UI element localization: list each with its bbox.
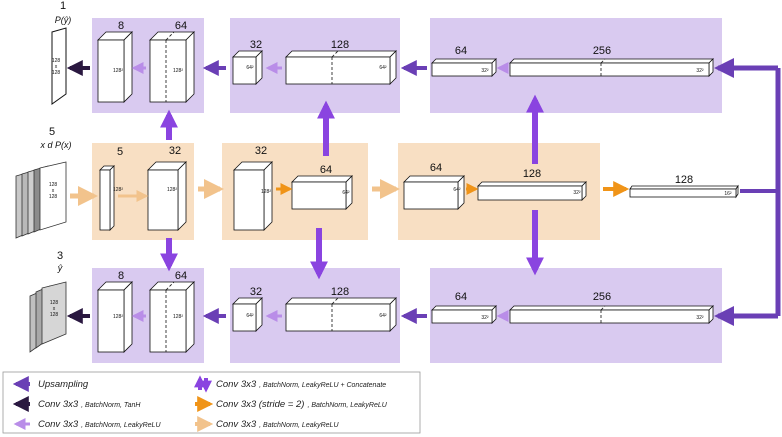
- bot-b3-size: 64²: [246, 313, 254, 319]
- top-b6-channels: 256: [593, 45, 611, 57]
- mid-b5-size: 64²: [453, 187, 461, 193]
- output-bot-label: ŷ: [57, 263, 63, 273]
- bot-b2-channels: 64: [175, 270, 187, 282]
- output-top: 1 P(ŷ) 128 x 128: [51, 0, 72, 105]
- legend-upsampling-label: Upsampling: [38, 379, 89, 390]
- mid-block-6: 128 32²: [477, 168, 587, 201]
- mid-b2-size: 128²: [167, 187, 177, 193]
- bot-b4-channels: 128: [331, 286, 349, 298]
- top-b3-channels: 32: [250, 39, 262, 51]
- mid-b1-channels: 5: [117, 146, 123, 158]
- input-mid-count: 5: [49, 126, 55, 138]
- bot-b6-size: 32²: [696, 315, 704, 321]
- input-mid-size-a: 128: [49, 182, 58, 188]
- bot-b5-size: 32²: [481, 315, 489, 321]
- mid-b5-channels: 64: [430, 162, 442, 174]
- mid-block-3: 32 128²: [233, 145, 273, 231]
- top-b6-size: 32²: [696, 68, 704, 74]
- legend-leaky-label: Conv 3x3, BatchNorm, LeakyReLU: [38, 419, 161, 430]
- top-b4-size: 64²: [379, 65, 387, 71]
- mid-b6-channels: 128: [523, 168, 541, 180]
- legend-light-label: Conv 3x3, BatchNorm, LeakyReLU: [216, 419, 339, 430]
- top-block-6: 256 32²: [509, 45, 714, 77]
- output-top-size-b: 128: [52, 70, 61, 76]
- mid-block-4: 64 64²: [291, 164, 353, 210]
- mid-block-1: 5 128²: [99, 146, 123, 231]
- mid-b4-size: 64²: [342, 190, 350, 196]
- bot-block-2: 64 128²: [149, 270, 195, 353]
- output-bot-size-a: 128: [50, 300, 59, 306]
- legend-concat-sub: , BatchNorm, LeakyReLU + Concatenate: [259, 382, 386, 389]
- legend-leaky-main: Conv 3x3: [38, 419, 79, 430]
- top-b2-channels: 64: [175, 20, 187, 32]
- legend-light-main: Conv 3x3: [216, 419, 257, 430]
- output-bot-size-x: x: [53, 306, 56, 312]
- input-mid-label: x d P(x): [39, 140, 71, 150]
- top-b5-channels: 64: [455, 45, 467, 57]
- bot-b1-size: 128²: [113, 314, 123, 320]
- legend-tanh-label: Conv 3x3, BatchNorm, TanH: [38, 399, 141, 410]
- legend-stride-main: Conv 3x3 (stride = 2): [216, 399, 304, 410]
- legend-tanh-main: Conv 3x3: [38, 399, 79, 410]
- mid-block-7: 128 16²: [629, 174, 739, 199]
- arrows: [66, 58, 781, 326]
- top-b1-size: 128²: [113, 68, 123, 74]
- output-top-label: P(ŷ): [55, 15, 72, 25]
- input-mid-size-x: x: [52, 188, 55, 194]
- top-block-2: 64 128²: [149, 20, 195, 103]
- top-block-1: 8 128²: [97, 20, 133, 103]
- input-mid: 5 x d P(x) 128 x 128: [15, 126, 72, 239]
- mid-b2-channels: 32: [169, 145, 181, 157]
- top-b4-channels: 128: [331, 39, 349, 51]
- bot-b6-channels: 256: [593, 291, 611, 303]
- input-slice-5: [39, 161, 67, 231]
- output-bot: 3 ŷ 128 x 128: [29, 250, 67, 353]
- mid-block-5: 64 64²: [403, 162, 465, 210]
- bot-b5-channels: 64: [455, 291, 467, 303]
- legend-concat-main: Conv 3x3: [216, 379, 257, 390]
- legend-concat-label: Conv 3x3, BatchNorm, LeakyReLU + Concate…: [216, 379, 386, 390]
- bot-block-5: 64 32²: [431, 291, 497, 324]
- output-top-size-x: x: [55, 64, 58, 70]
- top-b1-channels: 8: [118, 20, 124, 32]
- output-top-count: 1: [60, 0, 66, 12]
- top-block-4: 128 64²: [285, 39, 397, 85]
- bot-b4-size: 64²: [379, 313, 387, 319]
- output-bot-slice-3: [41, 281, 67, 345]
- legend-stride-label: Conv 3x3 (stride = 2), BatchNorm, LeakyR…: [216, 399, 388, 410]
- mid-b1-size: 128²: [113, 187, 123, 193]
- bot-b3-channels: 32: [250, 286, 262, 298]
- mid-b3-channels: 32: [255, 145, 267, 157]
- output-top-size-a: 128: [52, 58, 61, 64]
- mid-b7-channels: 128: [675, 174, 693, 186]
- bot-block-3: 32 64²: [232, 286, 263, 332]
- top-b5-size: 32²: [481, 68, 489, 74]
- top-block-5: 64 32²: [431, 45, 497, 77]
- legend-stride-sub: , BatchNorm, LeakyReLU: [307, 402, 387, 409]
- bot-b1-channels: 8: [118, 270, 124, 282]
- mid-b6-size: 32²: [573, 190, 581, 196]
- mid-block-2: 32 128²: [147, 145, 187, 231]
- mid-b7-size: 16²: [724, 191, 732, 197]
- mid-b4-channels: 64: [320, 164, 332, 176]
- legend-light-sub: , BatchNorm, LeakyReLU: [259, 422, 339, 429]
- legend-leaky-sub: , BatchNorm, LeakyReLU: [81, 422, 161, 429]
- output-top-slice: [51, 27, 67, 105]
- top-b2-size: 128²: [173, 68, 183, 74]
- bot-block-1: 8 128²: [97, 270, 133, 353]
- legend-tanh-sub: , BatchNorm, TanH: [81, 402, 141, 409]
- top-block-3: 32 64²: [232, 39, 263, 85]
- legend: Upsampling Conv 3x3, BatchNorm, TanH Con…: [2, 371, 421, 434]
- top-b3-size: 64²: [246, 65, 254, 71]
- bot-b2-size: 128²: [173, 314, 183, 320]
- bot-block-4: 128 64²: [285, 286, 397, 332]
- bot-block-6: 256 32²: [509, 291, 714, 324]
- input-mid-size-b: 128: [49, 194, 58, 200]
- output-bot-size-b: 128: [50, 312, 59, 318]
- mid-b3-size: 128²: [261, 189, 271, 195]
- output-bot-count: 3: [57, 250, 63, 262]
